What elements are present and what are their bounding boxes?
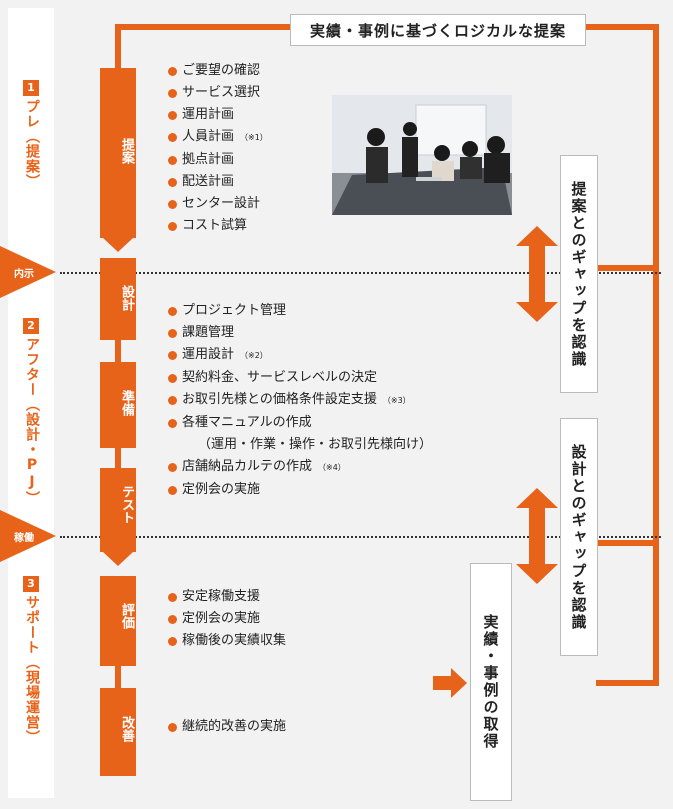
diagram-title: 実績・事例に基づくロジカルな提案 [309,21,566,40]
feedback-line-bottom [596,680,659,686]
step-proposal-arrowhead [103,238,133,252]
step-design-label: 設計 [119,285,134,311]
step-proposal-label: 提案 [119,138,134,164]
kadou-divider [60,536,661,538]
list-item: ご要望の確認 [168,60,268,82]
list-item: 定例会の実施 [168,479,432,501]
list-item: サービス選択 [168,82,268,104]
list-item: 配送計画 [168,171,268,193]
marker-kadou-label: 稼働 [14,533,34,544]
gap-proposal-double-arrow [516,226,558,322]
results-box: 実績・事例の取得 [470,563,512,801]
step-test-block [100,468,136,552]
list-item: 店舗納品カルテの作成（※4） [168,456,432,479]
feedback-line-left [115,24,121,70]
step-proposal-block [100,68,136,238]
step-design-block [100,258,136,340]
results-right-arrow [433,668,467,698]
step-improvement-label: 改善 [119,716,134,742]
list-item: 契約料金、サービスレベルの決定 [168,367,432,389]
naiji-divider [60,272,661,274]
marker-kadou-arrow [0,510,56,562]
design-list: プロジェクト管理 課題管理 運用設計（※2） 契約料金、サービスレベルの決定 お… [168,300,432,501]
feedback-line-branch2 [596,540,659,546]
marker-naiji-arrow [0,246,56,298]
list-item: 継続的改善の実施 [168,716,286,738]
list-item: 運用設計（※2） [168,344,432,367]
step-improvement-block [100,688,136,776]
gap-design-text: 設計とのギャップを認識 [569,443,588,631]
list-item: 稼働後の実績収集 [168,630,286,652]
step-evaluation-block [100,576,136,666]
feedback-line-branch1 [596,265,659,271]
list-item: 運用計画 [168,104,268,126]
list-item: 各種マニュアルの作成 [168,412,432,434]
gap-proposal-box: 提案とのギャップを認識 [560,155,598,393]
meeting-photo [332,95,512,215]
phase-2-number: 2 [23,318,39,334]
list-item: お取引先様との価格条件設定支援（※3） [168,389,432,412]
design-prep-connector [115,340,127,362]
step-prep-block [100,362,136,448]
list-item: 課題管理 [168,322,432,344]
list-item: プロジェクト管理 [168,300,432,322]
title-box: 実績・事例に基づくロジカルな提案 [290,14,586,46]
list-item: （運用・作業・操作・お取引先様向け） [198,437,433,452]
gap-design-double-arrow [516,488,558,584]
proposal-list: ご要望の確認 サービス選択 運用計画 人員計画（※1） 拠点計画 配送計画 セン… [168,60,268,237]
results-text: 実績・事例の取得 [481,614,500,750]
phase-3-label: サポート（現場運営） [24,595,40,745]
feedback-line-right [653,24,659,686]
step-test-label: テスト [119,485,134,524]
step-test-arrowhead [103,552,133,566]
list-item: センター設計 [168,193,268,215]
evaluation-list: 安定稼働支援 定例会の実施 稼働後の実績収集 [168,586,286,652]
list-item: 人員計画（※1） [168,126,268,149]
improvement-list: 継続的改善の実施 [168,716,286,738]
prep-test-connector [115,448,127,468]
phase-1-label: プレ（提案） [24,99,40,189]
gap-design-box: 設計とのギャップを認識 [560,418,598,656]
list-item: 定例会の実施 [168,608,286,630]
list-item: 拠点計画 [168,149,268,171]
step-prep-label: 準備 [119,390,134,416]
eval-improve-connector [115,666,127,688]
list-item: 安定稼働支援 [168,586,286,608]
phase-2-label: アフター（設計・PJ） [24,337,40,506]
gap-proposal-text: 提案とのギャップを認識 [569,180,588,368]
marker-naiji-label: 内示 [14,269,34,280]
phase-column [8,8,54,798]
phase-3-number: 3 [23,576,39,592]
list-item: コスト試算 [168,215,268,237]
step-evaluation-label: 評価 [119,603,134,629]
phase-1-number: 1 [23,80,39,96]
